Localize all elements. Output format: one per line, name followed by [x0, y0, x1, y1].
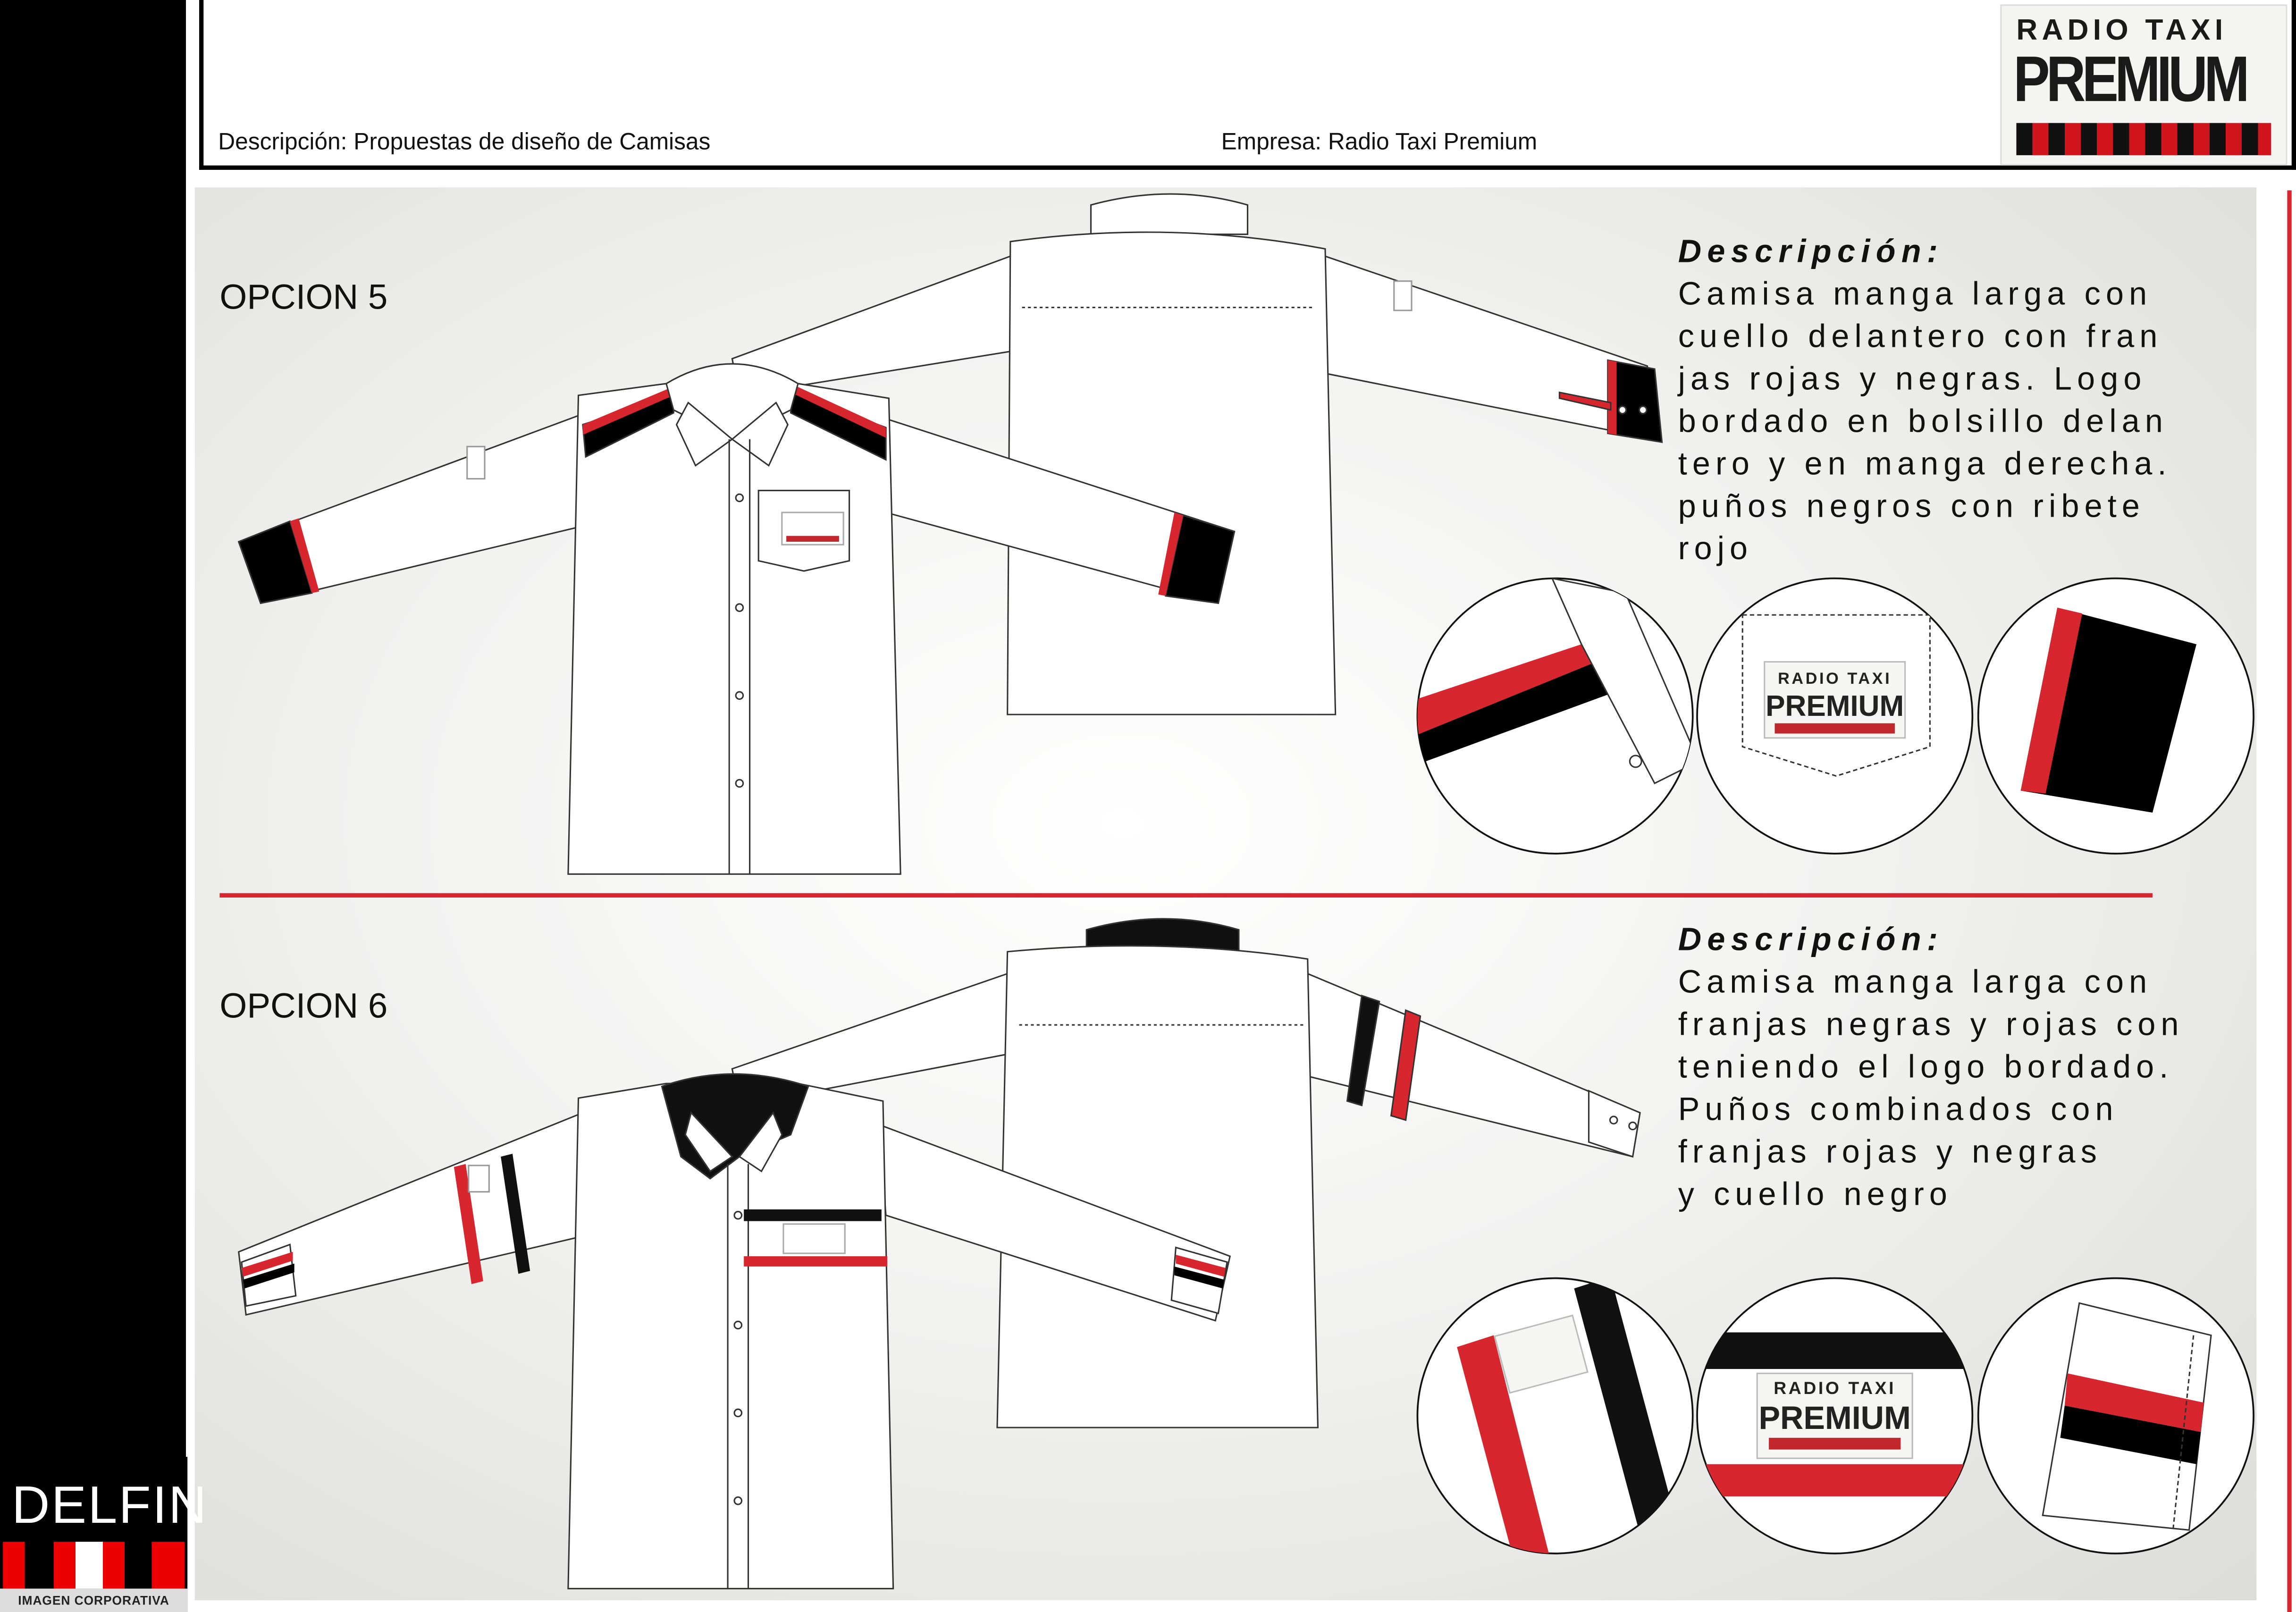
detail-cuff-5 [1977, 577, 2254, 855]
option-6-front-shirt [238, 1073, 1231, 1589]
logo-line2: PREMIUM [2013, 44, 2249, 116]
option-5-description: Descripción: Camisa manga larga con cuel… [1678, 230, 2172, 570]
option-6-back-shirt [731, 918, 1641, 1428]
svg-text:PREMIUM: PREMIUM [1759, 1400, 1911, 1436]
radio-taxi-premium-logo: RADIO TAXI PREMIUM [2000, 4, 2288, 166]
detail-cuff-6 [1977, 1277, 2254, 1554]
delfin-name: DELFIN [11, 1474, 208, 1535]
delfin-logo: DELFIN IMAGEN CORPORATIVA [0, 1457, 207, 1612]
desc-line: franjas negras y rojas con [1678, 1006, 2184, 1043]
desc-line: rojo [1678, 530, 1753, 567]
description-label: Descripción: Propuestas de diseño de Cam… [218, 130, 711, 155]
desc-line: Camisa manga larga con [1678, 963, 2153, 1000]
svg-text:RADIO TAXI: RADIO TAXI [1778, 670, 1892, 688]
desc-line: franjas rojas y negras [1678, 1133, 2103, 1170]
desc-title: Descripción: [1678, 921, 1944, 958]
option-6-title: OPCION 6 [219, 987, 388, 1026]
svg-text:RADIO TAXI: RADIO TAXI [1774, 1378, 1896, 1398]
desc-line: Camisa manga larga con [1678, 275, 2153, 312]
desc-line: jas rojas y negras. Logo [1678, 360, 2147, 397]
svg-text:PREMIUM: PREMIUM [1766, 690, 1904, 722]
option-5-front-shirt [237, 363, 1236, 875]
delfin-tagline: IMAGEN CORPORATIVA [0, 1588, 188, 1612]
desc-line: tero y en manga derecha. [1678, 445, 2172, 482]
desc-line: bordado en bolsillo delan [1678, 403, 2168, 439]
logo-line1: RADIO TAXI [2016, 15, 2228, 47]
option-6-description: Descripción: Camisa manga larga con fran… [1678, 918, 2184, 1215]
desc-line: cuello delantero con fran [1678, 318, 2163, 354]
left-black-bar [0, 0, 186, 1612]
desc-line: teniendo el logo bordado. [1678, 1048, 2174, 1085]
delfin-stripes [3, 1542, 185, 1589]
option-5-title: OPCION 5 [219, 278, 388, 318]
checker-pattern [2016, 123, 2271, 155]
header-box: Descripción: Propuestas de diseño de Cam… [199, 0, 2296, 170]
company-label: Empresa: Radio Taxi Premium [1221, 130, 1538, 155]
detail-collar-5 [1416, 577, 1694, 855]
section-divider [219, 893, 2153, 898]
desc-line: puños negros con ribete [1678, 487, 2145, 524]
desc-title: Descripción: [1678, 233, 1944, 269]
desc-line: y cuello negro [1678, 1175, 1953, 1213]
option-5-back-shirt [731, 193, 1663, 715]
detail-pocket-5: RADIO TAXI PREMIUM [1696, 577, 1974, 855]
detail-sleeve-6 [1416, 1277, 1694, 1554]
right-red-line [2287, 190, 2292, 1612]
detail-logo-6: RADIO TAXI PREMIUM [1696, 1277, 1974, 1554]
desc-line: Puños combinados con [1678, 1091, 2119, 1128]
